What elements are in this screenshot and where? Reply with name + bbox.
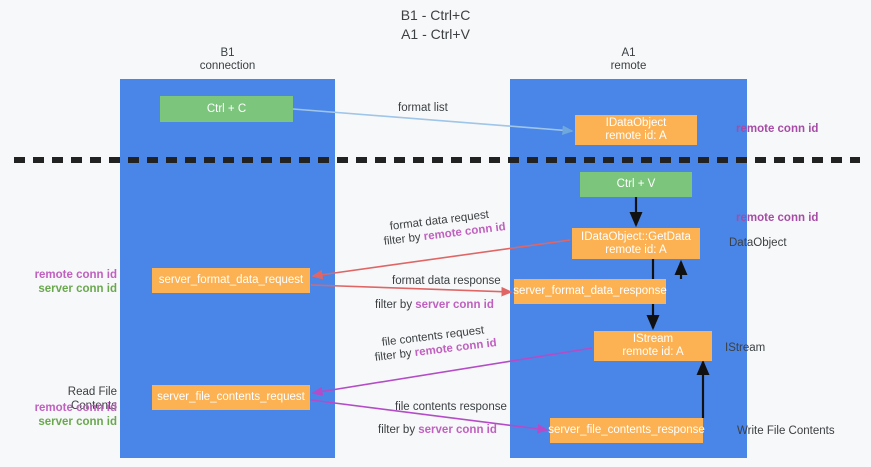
edge-label-format-data-response-filter: filter by server conn id <box>375 298 494 312</box>
edge-file-contents-request <box>311 347 593 397</box>
edge-label-file-contents-response-filter: filter by server conn id <box>378 423 497 437</box>
edge-label-file-contents-response: file contents response <box>395 401 507 413</box>
annotation-server-conn-id: server conn id <box>38 416 117 428</box>
annotation-write-file-contents: Write File Contents <box>737 425 835 437</box>
edge-format-data-response <box>310 284 513 297</box>
edge-label-format-list: format list <box>398 102 448 114</box>
node-ctrl-c[interactable]: Ctrl + C <box>160 96 293 122</box>
annotation-dataobject: DataObject <box>729 237 787 249</box>
annotation-server-conn-id: server conn id <box>38 283 117 295</box>
node-idataobject[interactable]: IDataObject remote id: A <box>575 115 697 145</box>
node-server-format-data-request[interactable]: server_format_data_request <box>152 268 310 293</box>
edge-file-contents-response <box>310 399 549 434</box>
node-istream[interactable]: IStream remote id: A <box>594 331 712 361</box>
node-idataobject-getdata[interactable]: IDataObject::GetData remote id: A <box>572 228 700 259</box>
annotation-remote-conn-id-top: remote conn id <box>736 123 819 135</box>
annotation-istream: IStream <box>725 342 766 354</box>
filter-key-server-conn-id: server conn id <box>418 424 497 436</box>
annotation-left-conn-ids-2: remote conn id server conn id <box>22 401 117 429</box>
column-header-b1: B1 connection <box>199 47 256 72</box>
edge-label-format-data-response: format data response <box>392 275 501 287</box>
annotation-remote-conn-id-mid: remote conn id <box>736 212 819 224</box>
annotation-read-file-contents: Read File Contents <box>67 386 117 412</box>
node-server-format-data-response[interactable]: server_format_data_response <box>513 279 667 304</box>
column-header-a1: A1 remote <box>610 47 647 72</box>
node-server-file-contents-request[interactable]: server_file_contents_request <box>152 385 310 410</box>
edge-format-list <box>292 108 574 136</box>
edge-format-data-request <box>311 239 571 280</box>
node-server-file-contents-response[interactable]: server_file_contents_response <box>548 418 705 443</box>
annotation-remote-conn-id: remote conn id <box>34 402 117 414</box>
filter-prefix: filter by <box>375 299 416 311</box>
annotation-remote-conn-id: remote conn id <box>34 269 117 281</box>
filter-key-server-conn-id: server conn id <box>415 299 494 311</box>
diagram-title: B1 - Ctrl+C A1 - Ctrl+V <box>400 7 471 42</box>
node-ctrl-v[interactable]: Ctrl + V <box>580 172 692 197</box>
filter-prefix: filter by <box>378 424 419 436</box>
annotation-left-conn-ids: remote conn id server conn id <box>22 268 117 296</box>
